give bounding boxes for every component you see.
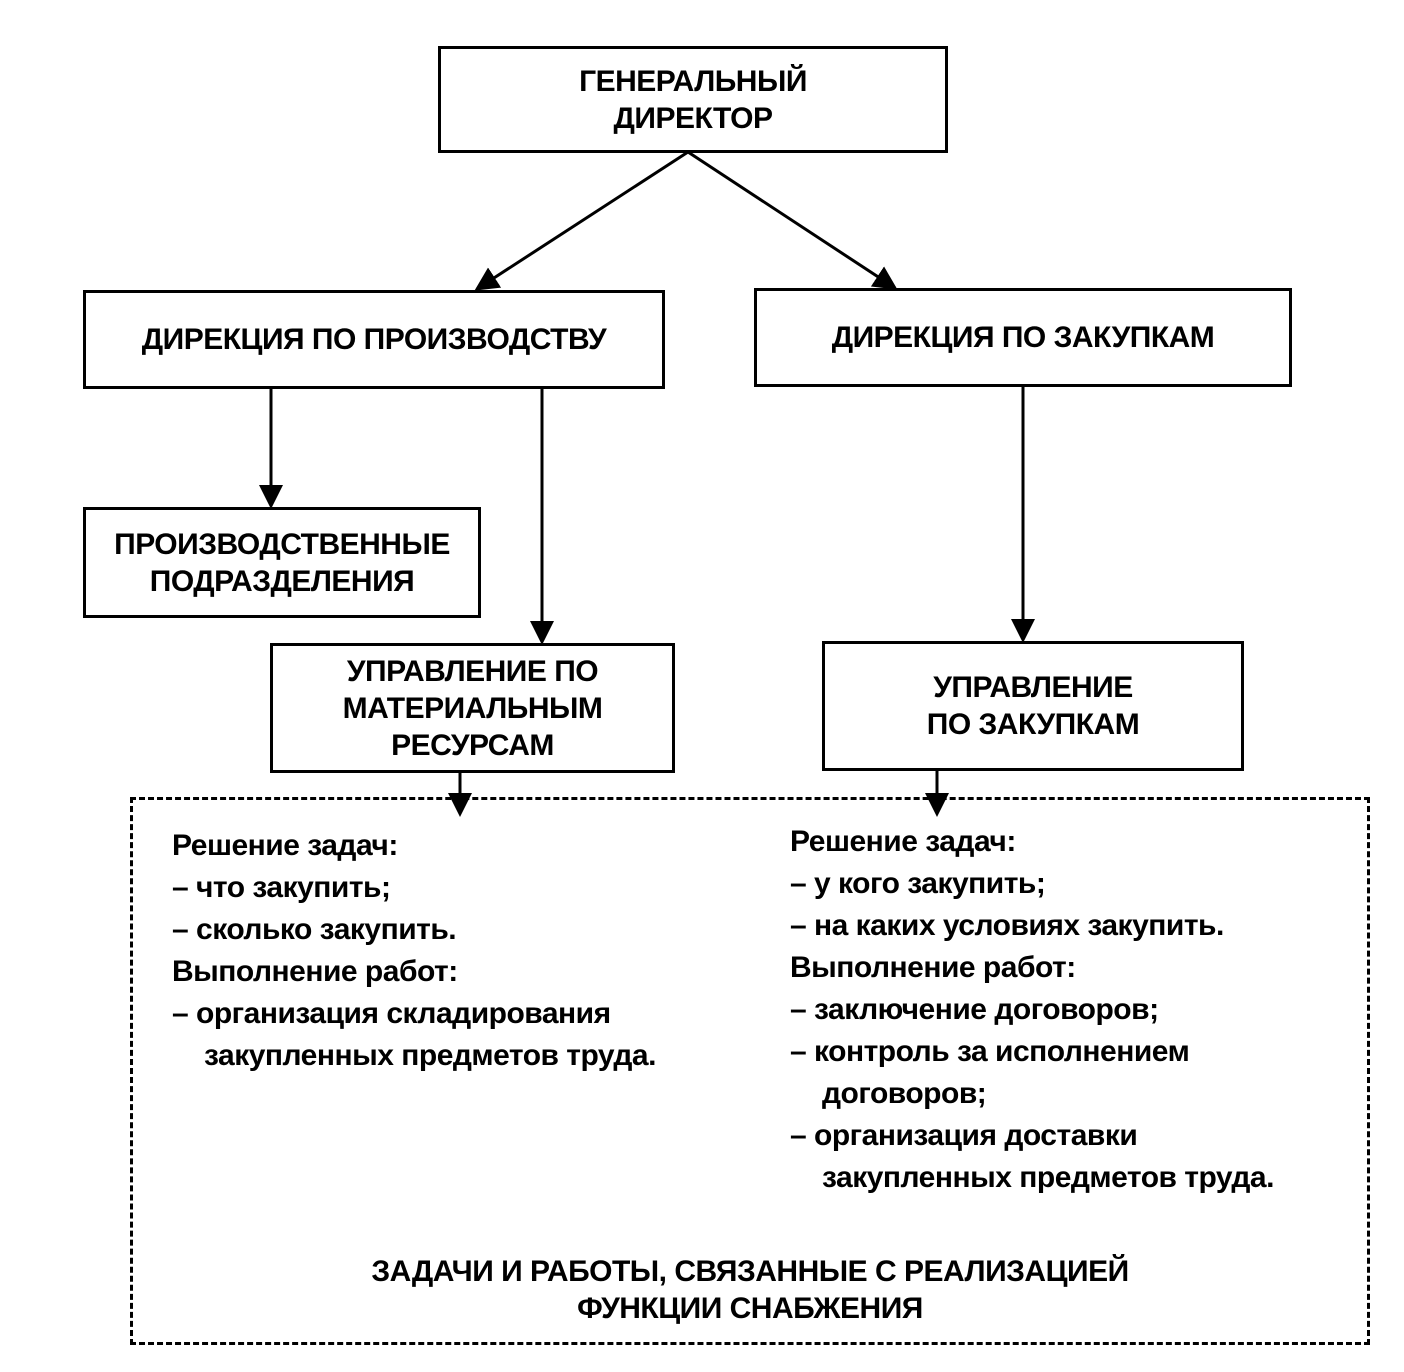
right-work-item: – заключение договоров;: [790, 993, 1159, 1026]
left-works-heading: Выполнение работ:: [172, 955, 458, 988]
purchasing-directorate-label: ДИРЕКЦИЯ ПО ЗАКУПКАМ: [831, 321, 1215, 354]
right-tasks-heading: Решение задач:: [790, 825, 1016, 858]
box-purchasing-directorate: ДИРЕКЦИЯ ПО ЗАКУПКАМ: [754, 288, 1292, 387]
right-work-item-continuation: договоров;: [822, 1077, 987, 1110]
box-materials-department: УПРАВЛЕНИЕ ПО МАТЕРИАЛЬНЫМ РЕСУРСАМ: [270, 643, 675, 773]
production-units-line-2: ПОДРАЗДЕЛЕНИЯ: [149, 564, 415, 598]
purchasing-department-line-1: УПРАВЛЕНИЕ: [933, 671, 1133, 704]
right-task-item: – у кого закупить;: [790, 867, 1046, 900]
right-works-heading: Выполнение работ:: [790, 951, 1076, 984]
box-general-director: ГЕНЕРАЛЬНЫЙ ДИРЕКТОР: [438, 46, 948, 153]
right-work-item: – организация доставки: [790, 1119, 1138, 1152]
box-production-units: ПРОИЗВОДСТВЕННЫЕ ПОДРАЗДЕЛЕНИЯ: [83, 507, 481, 618]
arrow-director-to-purchasing: [687, 150, 898, 290]
production-directorate-label: ДИРЕКЦИЯ ПО ПРОИЗВОДСТВУ: [141, 323, 607, 356]
box-production-directorate: ДИРЕКЦИЯ ПО ПРОИЗВОДСТВУ: [83, 290, 665, 389]
left-tasks-heading: Решение задач:: [172, 829, 398, 862]
left-task-item: – сколько закупить.: [172, 913, 457, 946]
box-purchasing-department: УПРАВЛЕНИЕ ПО ЗАКУПКАМ: [822, 641, 1244, 771]
right-work-item-continuation: закупленных предметов труда.: [822, 1161, 1274, 1194]
left-column: Решение задач: – что закупить; – сколько…: [172, 825, 656, 1077]
materials-department-line-2: МАТЕРИАЛЬНЫМ: [342, 691, 603, 725]
left-task-item: – что закупить;: [172, 871, 391, 904]
footer-caption: ЗАДАЧИ И РАБОТЫ, СВЯЗАННЫЕ С РЕАЛИЗАЦИЕЙ…: [130, 1253, 1370, 1327]
materials-department-line-1: УПРАВЛЕНИЕ ПО: [346, 654, 599, 688]
supply-function-area: [130, 797, 1370, 1345]
left-work-item-continuation: закупленных предметов труда.: [204, 1039, 656, 1072]
production-units-line-1: ПРОИЗВОДСТВЕННЫЕ: [114, 527, 450, 561]
left-work-item: – организация складирования: [172, 997, 611, 1030]
footer-line-2: ФУНКЦИИ СНАБЖЕНИЯ: [577, 1292, 923, 1325]
right-work-item: – контроль за исполнением: [790, 1035, 1190, 1068]
materials-department-line-3: РЕСУРСАМ: [391, 728, 554, 762]
right-task-item: – на каких условиях закупить.: [790, 909, 1224, 942]
footer-line-1: ЗАДАЧИ И РАБОТЫ, СВЯЗАННЫЕ С РЕАЛИЗАЦИЕЙ: [371, 1255, 1129, 1288]
purchasing-department-line-2: ПО ЗАКУПКАМ: [926, 708, 1140, 741]
general-director-line-2: ДИРЕКТОР: [613, 101, 773, 135]
general-director-line-1: ГЕНЕРАЛЬНЫЙ: [579, 64, 807, 98]
right-column: Решение задач: – у кого закупить; – на к…: [790, 821, 1274, 1199]
arrow-director-to-production: [474, 150, 689, 291]
